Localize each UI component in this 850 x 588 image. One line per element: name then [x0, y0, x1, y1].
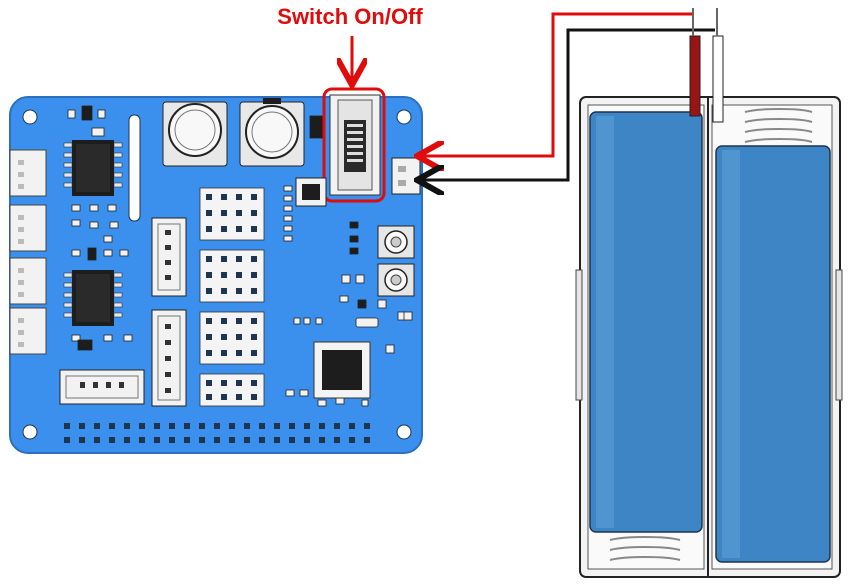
gpio-header — [56, 418, 378, 446]
capacitor-left — [163, 102, 227, 166]
bottom-left-connector — [60, 370, 144, 404]
servo-connector-bottom — [152, 310, 186, 406]
regulator-chip — [296, 178, 326, 206]
battery-cell-right — [716, 146, 830, 562]
power-switch[interactable] — [330, 95, 380, 195]
power-input-connector — [392, 158, 420, 194]
board-slot — [129, 115, 140, 221]
controller-board — [10, 89, 422, 453]
servo-connector-top — [152, 218, 186, 296]
capacitor-right — [240, 98, 304, 166]
push-button-top[interactable] — [378, 226, 414, 258]
driver-chip-top — [72, 140, 114, 196]
driver-chip-bottom — [72, 270, 114, 326]
battery-cell-left — [590, 112, 702, 532]
push-button-bottom[interactable] — [378, 264, 414, 296]
microcontroller-chip — [314, 342, 370, 398]
